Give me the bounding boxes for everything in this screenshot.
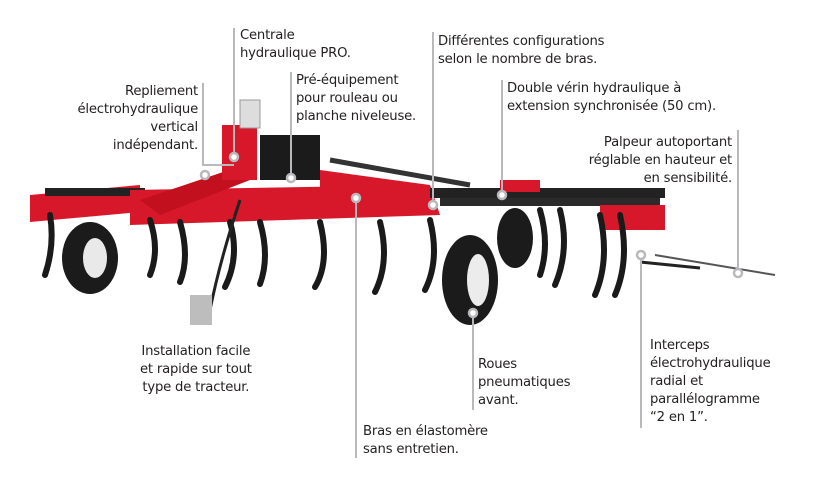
- callout-installation: Installation facile et rapide sur tout t…: [140, 344, 252, 395]
- callout-centrale: Centrale hydraulique PRO.: [240, 28, 351, 61]
- callout-palpeur: Palpeur autoportant réglable en hauteur …: [588, 135, 733, 186]
- callout-repliement: Repliement électrohydraulique vertical i…: [77, 84, 199, 153]
- callout-bras: Bras en élastomère sans entretien.: [363, 424, 488, 457]
- callout-pre-equipement: Pré-équipement pour rouleau ou planche n…: [296, 73, 417, 124]
- callout-markers: [199, 151, 744, 319]
- callout-double-verin: Double vérin hydraulique à extension syn…: [507, 81, 716, 114]
- callout-lines: [202, 28, 739, 458]
- callout-configurations: Différentes configurations selon le nomb…: [438, 34, 605, 67]
- callout-roues: Roues pneumatiques avant.: [478, 357, 571, 408]
- callout-interceps: Interceps électrohydraulique radial et p…: [650, 338, 771, 425]
